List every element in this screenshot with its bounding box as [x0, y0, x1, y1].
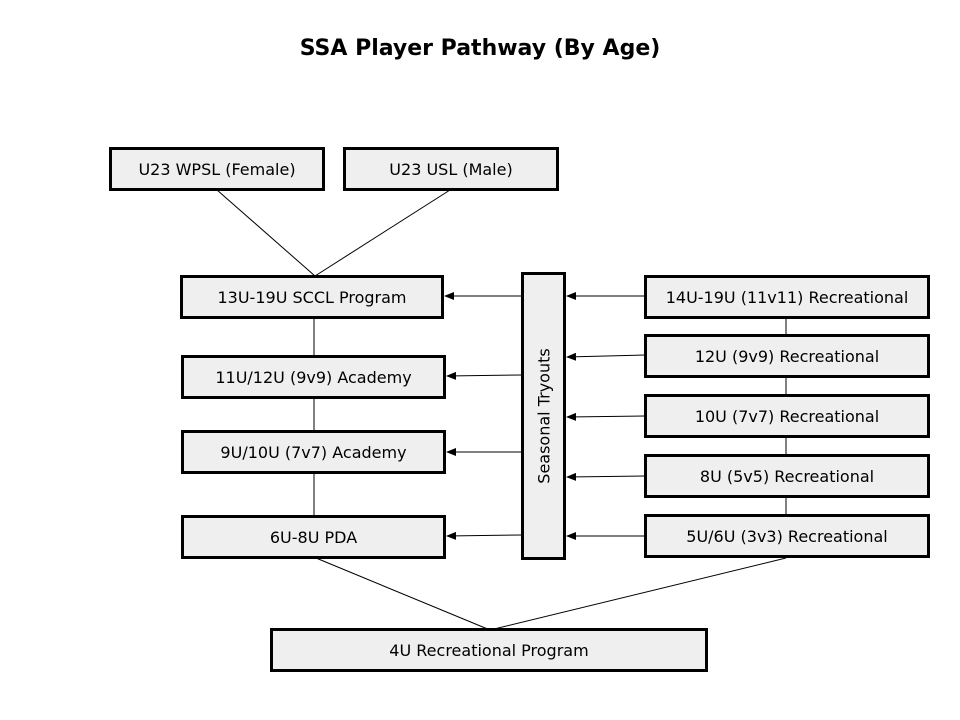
line-pda-to-4u — [315, 557, 491, 631]
arrow-tryouts-to-pda — [446, 531, 523, 540]
academy-11u-12u-box: 11U/12U (9v9) Academy — [181, 355, 446, 399]
line-usl-to-sccl — [314, 189, 451, 277]
rec-8u-box: 8U (5v5) Recreational — [644, 454, 930, 498]
wpsl-female-box: U23 WPSL (Female) — [109, 147, 325, 191]
seasonal-tryouts-label: Seasonal Tryouts — [534, 348, 553, 484]
arrow-rec-8u-to-tryouts — [566, 472, 646, 481]
seasonal-tryouts-box: Seasonal Tryouts — [521, 272, 566, 560]
arrow-tryouts-to-academy-12u — [446, 371, 523, 380]
arrow-rec-10u-to-tryouts — [566, 412, 646, 421]
sccl-program-box: 13U-19U SCCL Program — [180, 275, 444, 319]
rec-14u-19u-box: 14U-19U (11v11) Recreational — [644, 275, 930, 319]
rec-10u-box: 10U (7v7) Recreational — [644, 394, 930, 438]
pda-6u-8u-box: 6U-8U PDA — [181, 515, 446, 559]
usl-male-box: U23 USL (Male) — [343, 147, 559, 191]
rec-12u-box: 12U (9v9) Recreational — [644, 334, 930, 378]
academy-9u-10u-box: 9U/10U (7v7) Academy — [181, 430, 446, 474]
rec-5u-6u-box: 5U/6U (3v3) Recreational — [644, 514, 930, 558]
rec-4u-program-box: 4U Recreational Program — [270, 628, 708, 672]
diagram-title: SSA Player Pathway (By Age) — [299, 36, 661, 61]
arrow-rec-12u-to-tryouts — [566, 352, 646, 361]
line-wpsl-to-sccl — [216, 189, 316, 277]
line-rec-6u-to-4u — [489, 557, 787, 631]
